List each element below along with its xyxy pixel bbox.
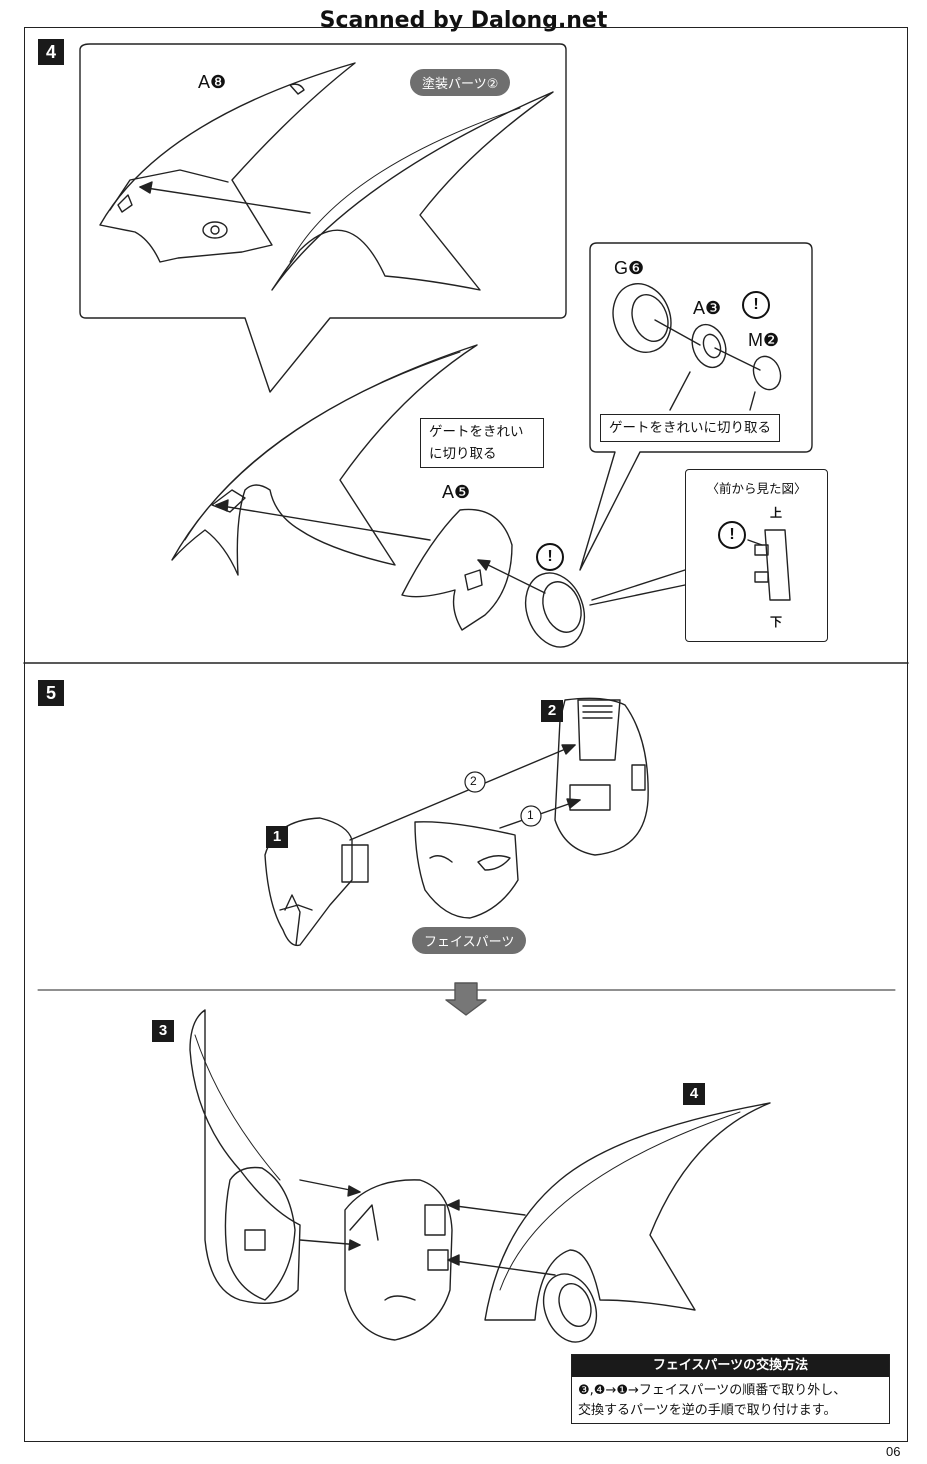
page-number: 06 xyxy=(886,1444,901,1459)
part-label-m2: M❷ xyxy=(748,330,780,350)
down-arrow xyxy=(445,982,487,1016)
face-swap-info-line-1: ❸,❹→❶→フェイスパーツの順番で取り外し、 xyxy=(578,1383,847,1398)
caution-icon-front-view: ! xyxy=(718,521,746,549)
order-label-1: 1 xyxy=(527,808,534,822)
helmet-part-1 xyxy=(264,817,353,947)
caution-icon-ring: ! xyxy=(536,543,564,571)
caution-icon-a3: ! xyxy=(742,291,770,319)
face-part xyxy=(414,821,519,919)
painted-parts-tag: 塗装パーツ② xyxy=(410,69,511,96)
part-badge-3: 3 xyxy=(152,1020,174,1042)
ring-detail-frame xyxy=(579,242,813,571)
part-label-a8: A❽ xyxy=(198,72,227,92)
part-label-g6: G❻ xyxy=(614,258,645,278)
part-badge-1: 1 xyxy=(266,826,288,848)
gate-note-right: ゲートをきれいに切り取る xyxy=(600,414,780,442)
face-parts-tag: フェイスパーツ xyxy=(412,927,527,954)
face-swap-info-line-2: 交換するパーツを逆の手順で取り付けます。 xyxy=(578,1403,837,1418)
g6-part xyxy=(612,283,672,353)
scan-watermark: Scanned by Dalong.net xyxy=(319,8,608,33)
helmet-part-2 xyxy=(554,697,649,856)
part-label-a5: A❺ xyxy=(442,482,471,502)
step-4-badge: 4 xyxy=(38,39,64,65)
gate-note-callout: ゲートをきれい に切り取る xyxy=(420,418,544,468)
ring-part xyxy=(524,572,586,648)
face-swap-info-box: フェイスパーツの交換方法 ❸,❹→❶→フェイスパーツの順番で取り外し、 交換する… xyxy=(571,1354,890,1424)
a8-fin-part xyxy=(99,62,356,263)
order-circle-1 xyxy=(520,805,542,827)
center-head xyxy=(344,1179,453,1341)
page-frame xyxy=(24,27,908,1442)
face-swap-info-text: ❸,❹→❶→フェイスパーツの順番で取り外し、 交換するパーツを逆の手順で取り付け… xyxy=(578,1381,883,1421)
detail-inset-frame xyxy=(79,43,567,393)
order-circle-2 xyxy=(464,771,486,793)
gate-note-line-1: ゲートをきれい xyxy=(429,424,524,440)
gate-note-line-2: に切り取る xyxy=(429,446,497,462)
a3-part xyxy=(691,323,727,369)
front-view-box: 〈前から見た図〉 上 下 xyxy=(685,469,828,642)
part-badge-2: 2 xyxy=(541,700,563,722)
a5-ear-part xyxy=(401,508,513,631)
step-5-badge: 5 xyxy=(38,680,64,706)
right-fin-part-4 xyxy=(484,1102,771,1321)
left-fin-part-3 xyxy=(189,1009,301,1305)
m2-part xyxy=(752,355,782,391)
front-view-top-label: 上 xyxy=(770,506,783,520)
painted-fin-part xyxy=(271,91,554,291)
part-badge-4: 4 xyxy=(683,1083,705,1105)
order-label-2: 2 xyxy=(470,774,477,788)
front-view-bottom-label: 下 xyxy=(770,615,783,629)
face-swap-info-title: フェイスパーツの交換方法 xyxy=(572,1355,889,1377)
front-view-title: 〈前から見た図〉 xyxy=(706,481,807,496)
part-label-a3: A❸ xyxy=(693,298,722,318)
